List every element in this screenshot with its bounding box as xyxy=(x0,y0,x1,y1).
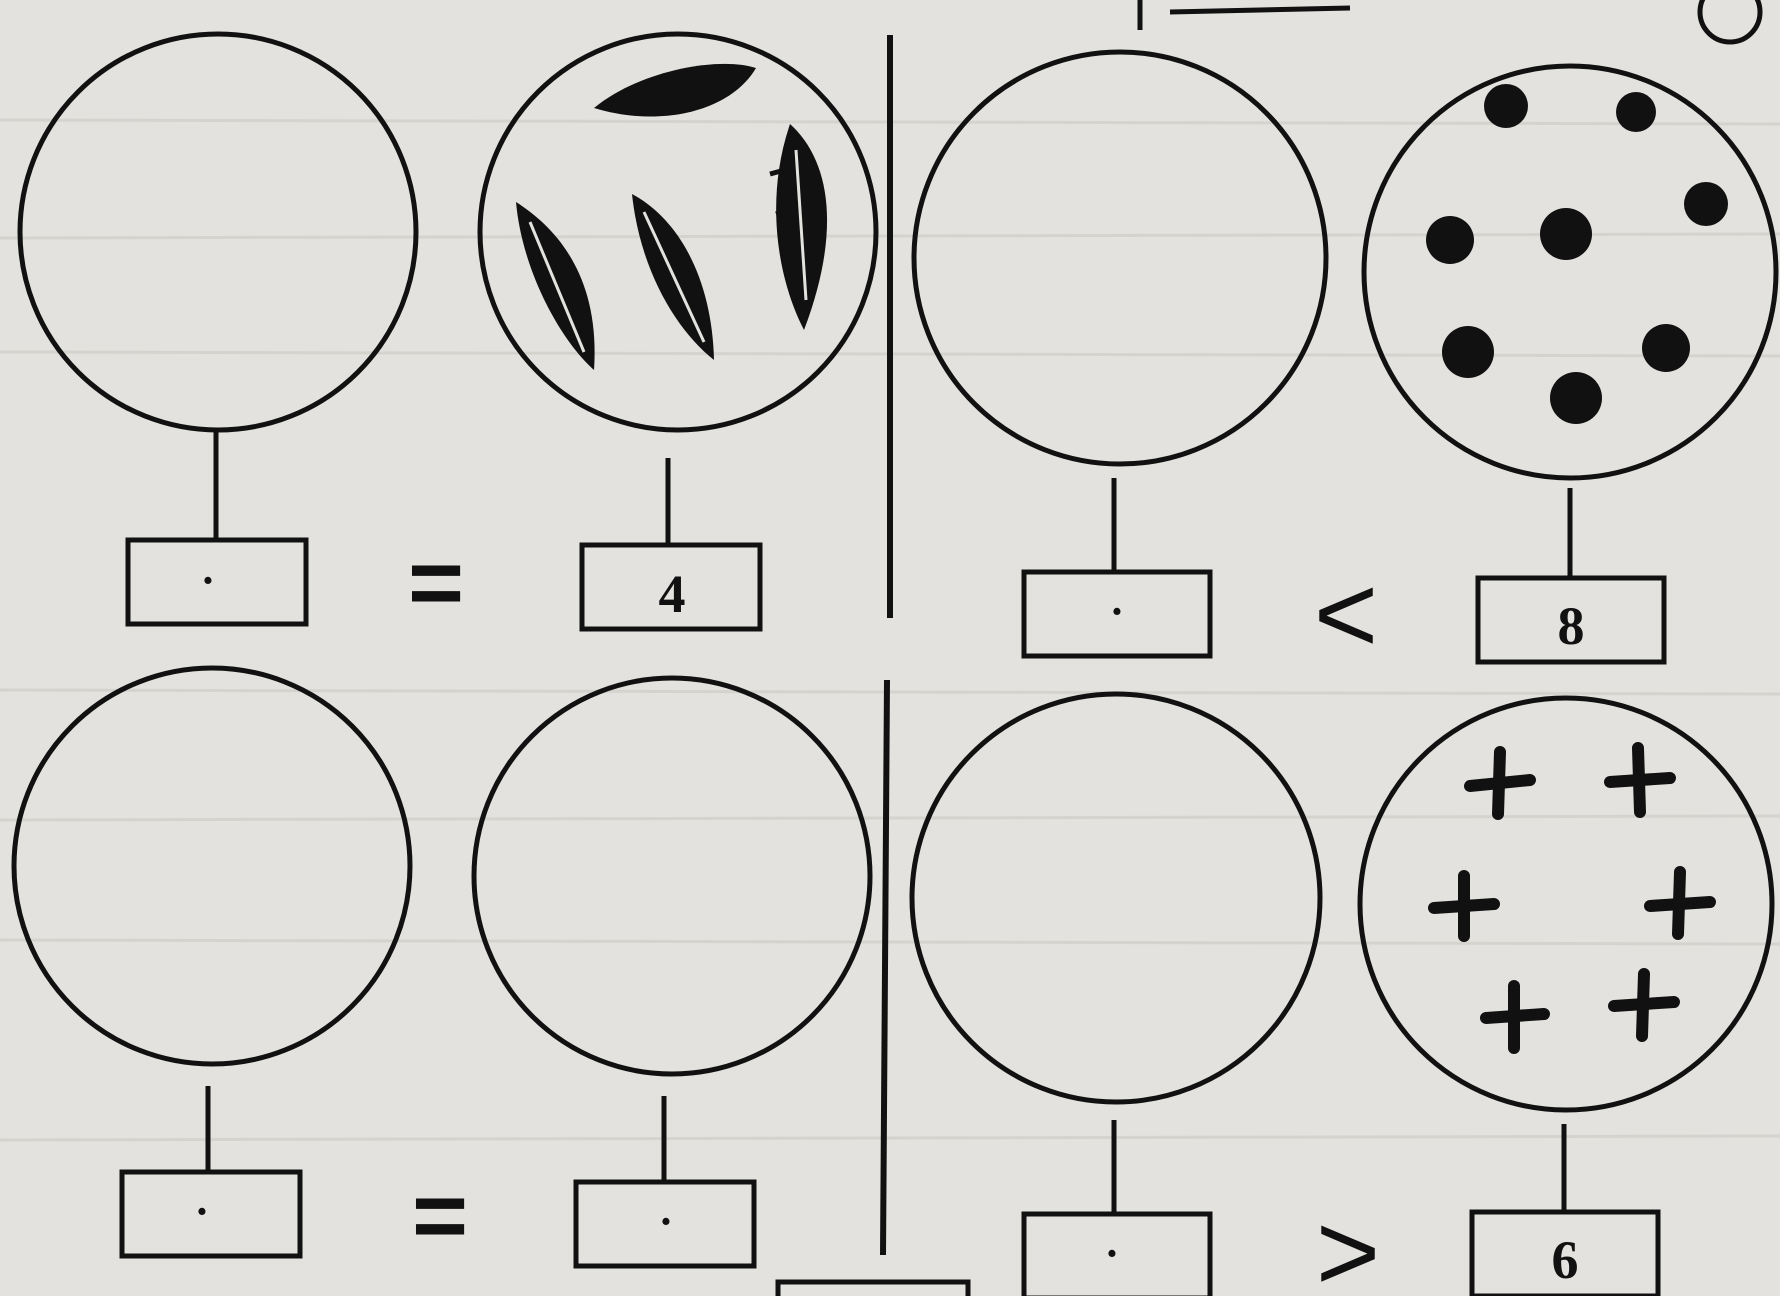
right-box-text: · xyxy=(659,1197,674,1246)
dot-icon xyxy=(1642,324,1690,372)
left-box-text: · xyxy=(201,556,216,605)
dot-icon xyxy=(1550,372,1602,424)
left-box-text: · xyxy=(195,1187,210,1236)
problem-top-left: · = 4 xyxy=(20,34,876,636)
cutoff-box xyxy=(778,1282,968,1296)
right-circle[interactable] xyxy=(474,678,870,1074)
problem-top-right: · < 8 xyxy=(914,52,1776,676)
right-box-number: 6 xyxy=(1552,1230,1579,1290)
dot-icon xyxy=(1484,84,1528,128)
left-circle[interactable] xyxy=(14,668,410,1064)
plus-icon xyxy=(1434,876,1494,936)
dot-icon xyxy=(1540,208,1592,260)
right-box-number: 8 xyxy=(1558,596,1585,656)
left-box-text: · xyxy=(1110,587,1125,636)
left-circle[interactable] xyxy=(914,52,1326,464)
leaf-icon xyxy=(770,124,827,330)
plus-icon xyxy=(1486,986,1544,1048)
comparison-symbol: < xyxy=(1314,553,1378,676)
leaf-icon xyxy=(632,194,714,360)
header-number-circle xyxy=(1700,0,1760,42)
comparison-symbol: > xyxy=(1316,1191,1380,1296)
leaf-icon xyxy=(594,64,756,117)
left-answer-box[interactable] xyxy=(122,1172,300,1256)
left-answer-box[interactable] xyxy=(128,540,306,624)
left-box-text: · xyxy=(1105,1229,1120,1278)
left-circle[interactable] xyxy=(20,34,416,430)
comparison-symbol: = xyxy=(412,1162,468,1269)
plus-icon xyxy=(1614,974,1674,1036)
leaf-icon xyxy=(516,202,595,370)
comparison-symbol: = xyxy=(408,529,464,636)
header-fragment xyxy=(1140,0,1760,42)
dot-icon xyxy=(1616,92,1656,132)
dot-icon xyxy=(1684,182,1728,226)
plus-icon xyxy=(1610,748,1670,812)
plus-icon xyxy=(1650,872,1710,934)
left-circle[interactable] xyxy=(912,694,1320,1102)
dot-icon xyxy=(1442,326,1494,378)
header-text-fragment xyxy=(1140,0,1350,30)
problem-bottom-left: · = · xyxy=(14,668,870,1269)
dot-icon xyxy=(1426,216,1474,264)
right-box-number: 4 xyxy=(659,564,686,624)
problem-bottom-right: · > 6 xyxy=(912,694,1772,1296)
plus-icon xyxy=(1470,752,1530,814)
divider-bottom xyxy=(883,680,887,1255)
